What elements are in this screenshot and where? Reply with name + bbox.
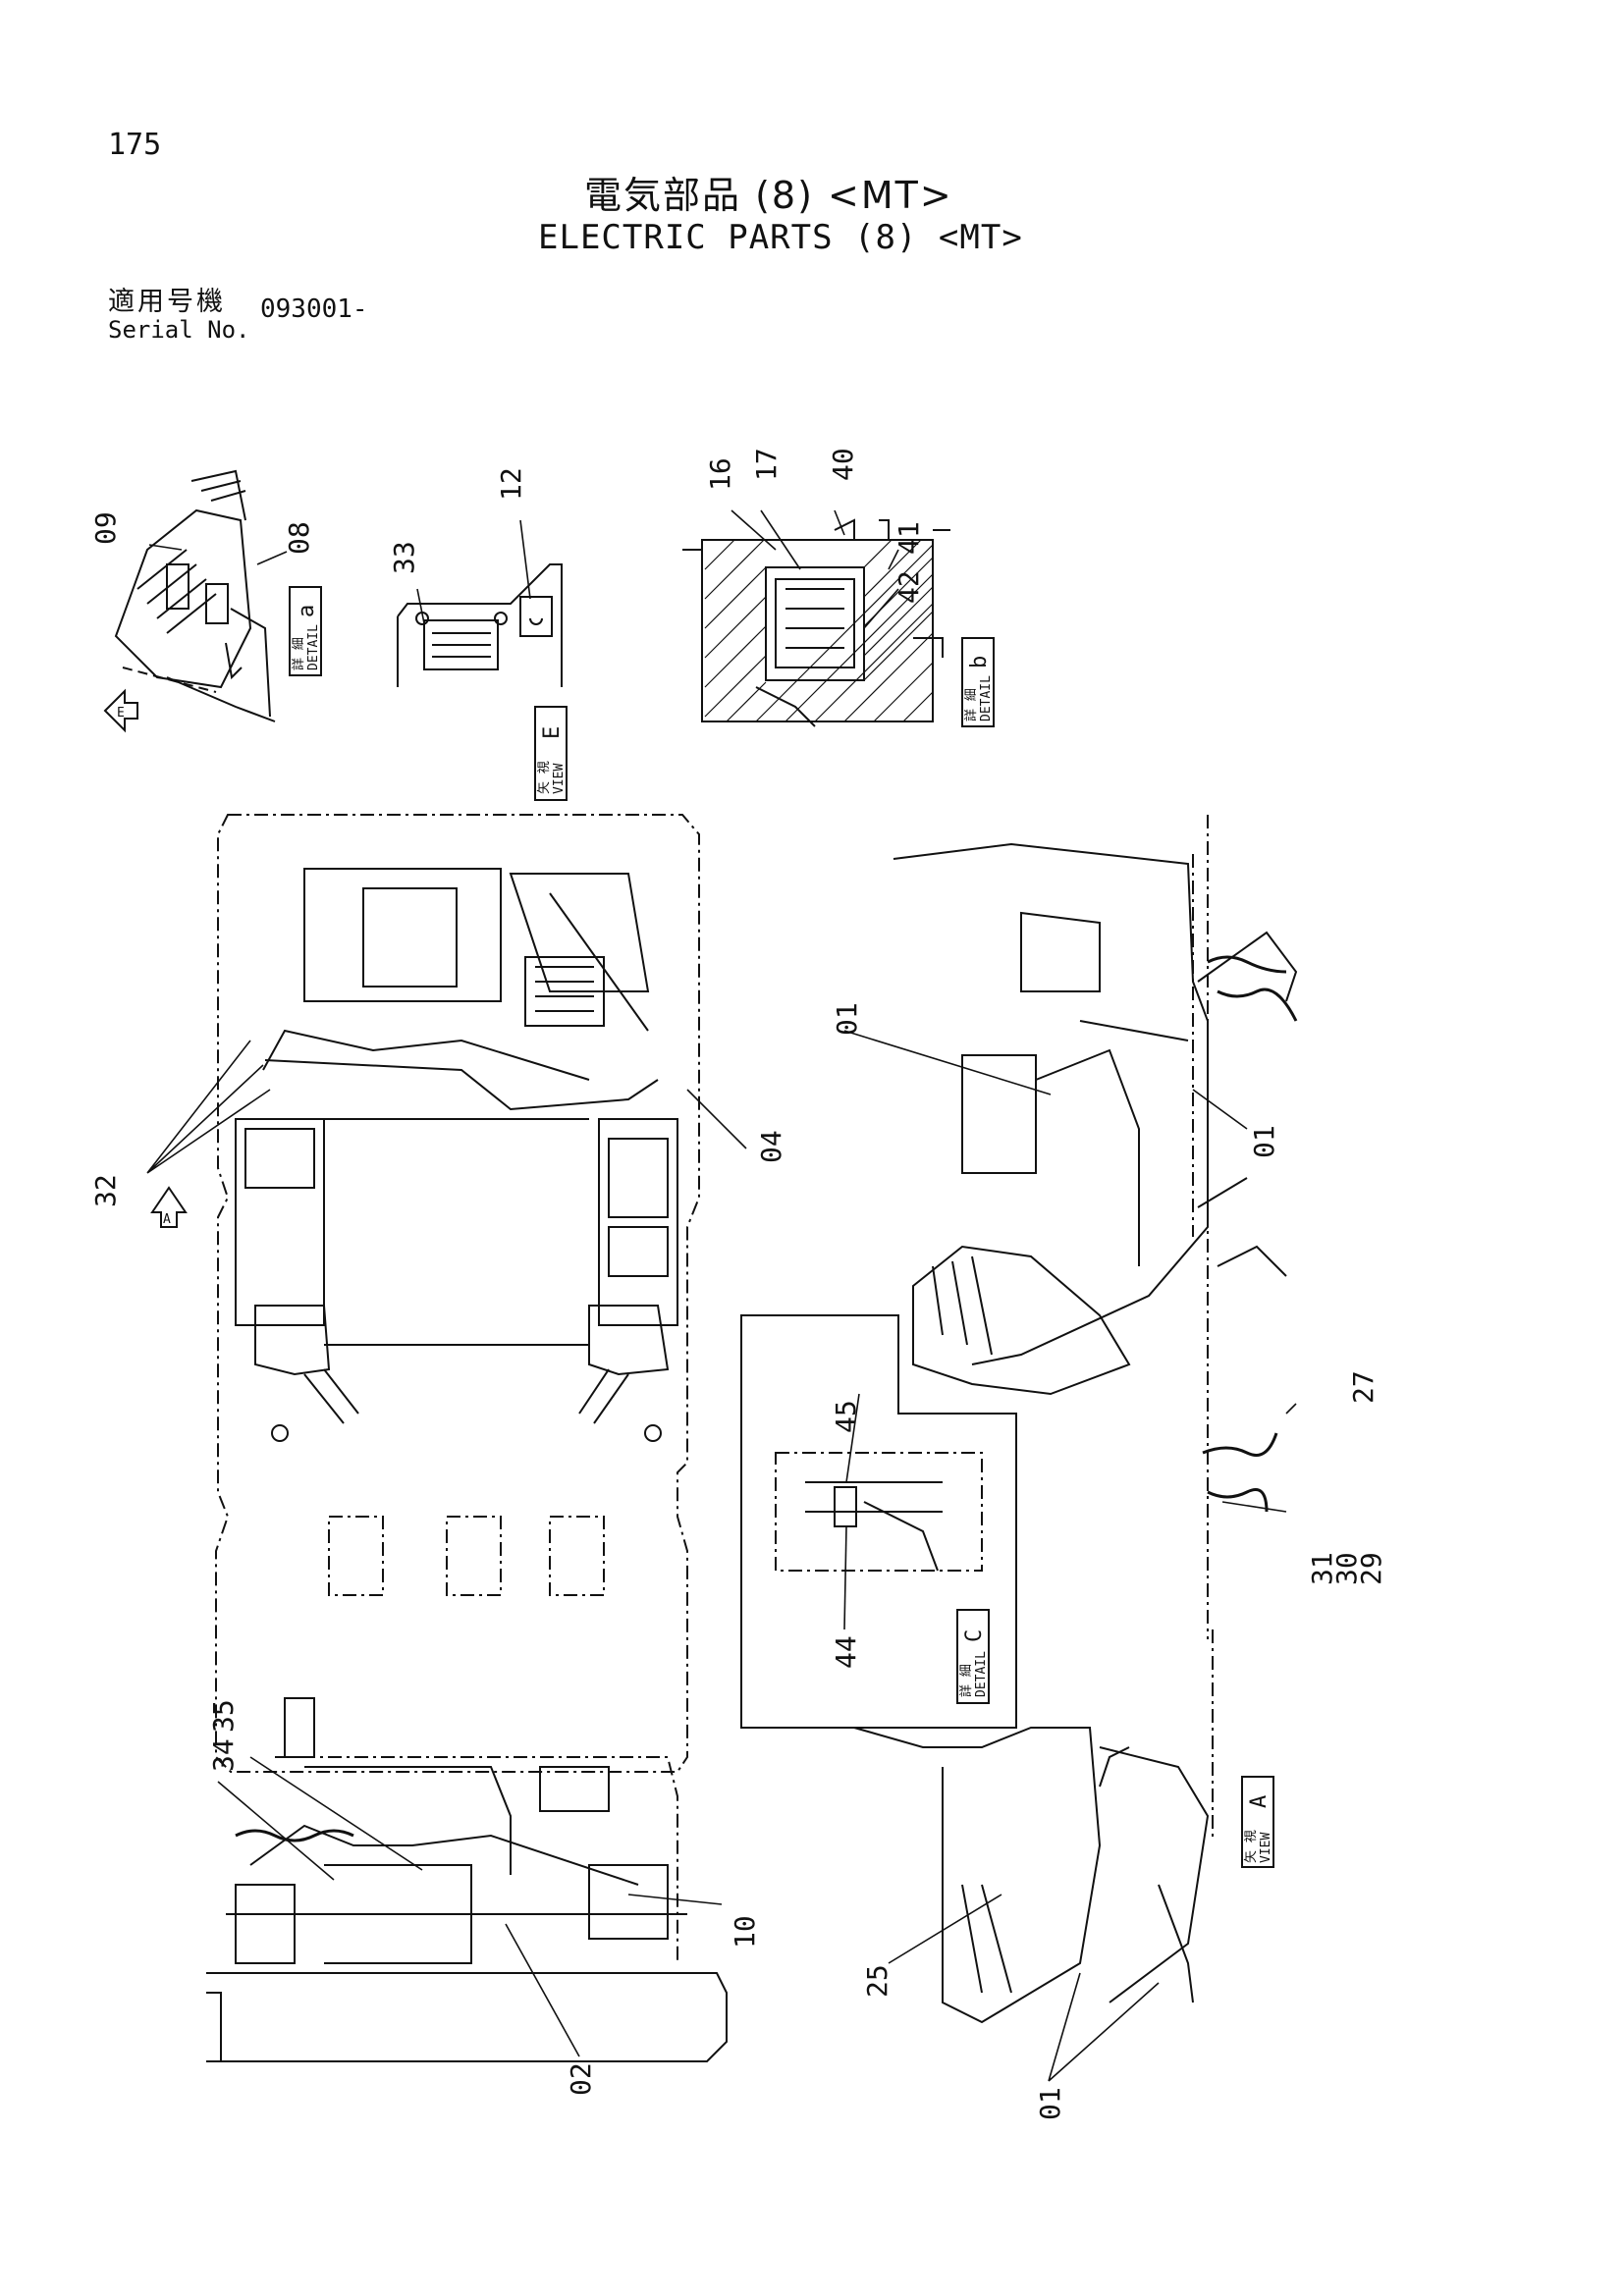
callout-17: 17 <box>750 448 783 481</box>
badge-detail-b-letter: b <box>967 656 992 668</box>
view-e-drawing <box>397 563 563 687</box>
badge-detail-b <box>961 637 995 727</box>
callout-16: 16 <box>704 457 736 491</box>
badge-view-a-en: VIEW <box>1259 1833 1273 1863</box>
callout-42: 42 <box>893 570 925 604</box>
side-view-right <box>893 842 1298 1396</box>
callout-29: 29 <box>1355 1552 1387 1585</box>
arrow-a-icon <box>150 1186 188 1228</box>
callout-04: 04 <box>755 1130 787 1163</box>
badge-detail-c-en: DETAIL <box>974 1651 989 1697</box>
badge-view-a-jp: 矢 視 <box>1244 1830 1259 1863</box>
side-view-lower-left <box>206 1697 728 2062</box>
leader-lines <box>146 509 1297 2082</box>
badge-view-e-jp: 矢 視 <box>537 761 552 794</box>
badge-view-e <box>534 706 568 801</box>
callout-32: 32 <box>89 1174 122 1207</box>
detail-b-drawing <box>682 518 950 727</box>
badge-view-e-letter: E <box>540 726 565 739</box>
top-view-drawing <box>215 814 700 1773</box>
badge-detail-a <box>289 586 322 676</box>
detail-a-drawing <box>114 469 276 722</box>
callout-30: 30 <box>1330 1552 1363 1585</box>
callout-41: 41 <box>893 521 925 555</box>
badge-detail-b-jp: 詳 細 <box>963 688 979 721</box>
badge-detail-c-letter: C <box>962 1629 987 1642</box>
callout-09: 09 <box>89 511 122 545</box>
cable-harness <box>235 955 1298 1842</box>
serial-number-value: 093001- <box>260 294 368 324</box>
callout-08: 08 <box>283 521 315 555</box>
side-view-right-frame <box>1192 815 1214 1841</box>
callout-31: 31 <box>1306 1552 1338 1585</box>
callout-40: 40 <box>827 448 859 481</box>
view-arrows <box>103 688 188 1228</box>
callout-25: 25 <box>861 1964 893 1998</box>
detail-c-drawing <box>740 1314 1017 1729</box>
callout-27: 27 <box>1347 1370 1380 1404</box>
top-view-components <box>235 868 678 1596</box>
badge-detail-c <box>956 1609 990 1704</box>
callout-12: 12 <box>495 467 527 501</box>
page-title-japanese: 電気部品 (8) <MT> <box>584 174 953 217</box>
side-view-lower-right <box>853 1727 1210 2024</box>
callout-10: 10 <box>729 1915 761 1949</box>
callout-33: 33 <box>388 541 420 574</box>
callout-44: 44 <box>830 1635 862 1669</box>
badge-detail-a-jp: 詳 細 <box>291 637 306 670</box>
badge-view-e-en: VIEW <box>552 764 567 794</box>
page-number: 175 <box>108 128 162 162</box>
badge-detail-a-letter: a <box>295 605 319 617</box>
arrow-e-icon <box>103 688 138 733</box>
callout-35: 35 <box>207 1699 240 1733</box>
callout-02: 02 <box>565 2062 597 2096</box>
badge-detail-b-en: DETAIL <box>979 675 994 721</box>
callout-45: 45 <box>830 1400 862 1433</box>
page-title-english: ELECTRIC PARTS (8) <MT> <box>538 218 1023 257</box>
serial-label-english: Serial No. <box>108 316 250 344</box>
badge-detail-c-jp: 詳 細 <box>958 1664 974 1697</box>
badge-detail-a-en: DETAIL <box>306 624 321 670</box>
callout-01-right: 01 <box>1248 1125 1280 1158</box>
callout-34: 34 <box>207 1738 240 1772</box>
badge-view-a <box>1241 1776 1274 1868</box>
badge-view-a-letter: A <box>1247 1795 1272 1808</box>
arrow-e-letter: E <box>117 706 125 721</box>
callout-numbers: 09 08 33 12 16 17 40 41 42 01 01 04 32 2… <box>89 448 1387 2120</box>
callout-01-lower: 01 <box>1034 2087 1066 2120</box>
view-badges <box>289 586 1274 1868</box>
callout-01-upper: 01 <box>831 1002 863 1036</box>
arrow-a-letter: A <box>163 1212 171 1227</box>
serial-label-japanese: 適用号機 <box>108 287 226 317</box>
